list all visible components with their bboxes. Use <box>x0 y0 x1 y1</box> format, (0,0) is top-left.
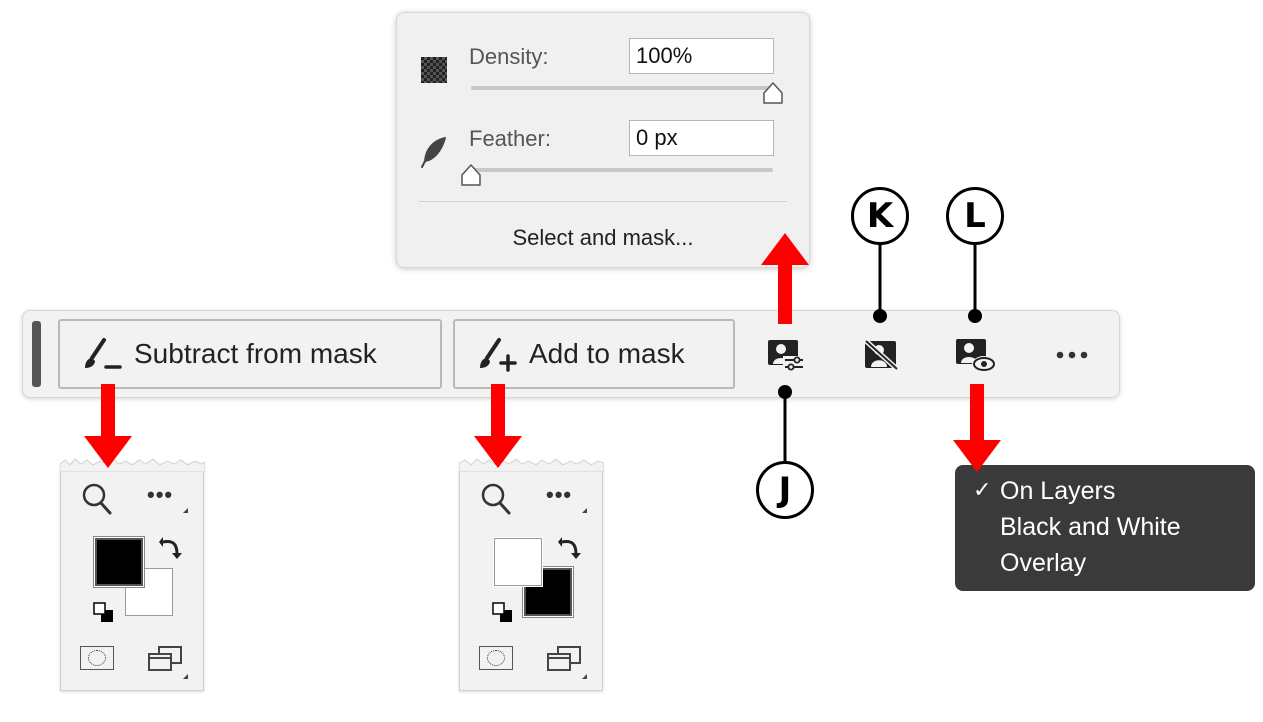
menu-item-label: Overlay <box>1000 549 1087 577</box>
mask-options-icon <box>768 340 804 371</box>
screen-mode-icon[interactable] <box>546 646 582 672</box>
overlay-options-icon <box>956 339 996 372</box>
menu-item-black-and-white[interactable]: Black and White <box>1000 512 1181 542</box>
select-and-mask-link[interactable]: Select and mask... <box>512 225 694 250</box>
feather-slider-thumb[interactable] <box>459 163 483 187</box>
overlay-mode-menu: ✓ On Layers Black and White Overlay <box>955 465 1255 591</box>
contextual-task-bar: Subtract from mask Add to mask <box>22 310 1120 398</box>
torn-edge <box>60 458 205 472</box>
subtract-from-mask-label: Subtract from mask <box>134 338 377 369</box>
add-to-mask-label: Add to mask <box>529 338 685 369</box>
callout-l: L <box>946 187 1004 245</box>
brush-subtract-icon <box>85 338 122 369</box>
invert-mask-button[interactable] <box>860 334 902 376</box>
overlay-options-button[interactable] <box>955 334 997 376</box>
density-slider-thumb[interactable] <box>761 81 785 105</box>
subtract-from-mask-button[interactable]: Subtract from mask <box>58 319 442 389</box>
foreground-color-swatch[interactable] <box>494 538 542 586</box>
default-colors-icon[interactable] <box>492 602 514 624</box>
menu-item-overlay[interactable]: Overlay <box>1000 548 1086 578</box>
callout-k: K <box>851 187 909 245</box>
screen-mode-icon[interactable] <box>147 646 183 672</box>
feather-field[interactable]: 0 px <box>629 120 774 156</box>
density-slider-track[interactable] <box>471 86 773 90</box>
foreground-color-swatch[interactable] <box>95 538 143 586</box>
drag-handle[interactable] <box>32 321 41 387</box>
brush-add-icon <box>480 338 517 372</box>
edit-toolbar-icon[interactable]: ••• <box>147 482 174 507</box>
tool-group-corner-icon <box>582 508 587 513</box>
density-icon <box>421 57 447 83</box>
torn-edge <box>459 458 604 472</box>
quick-mask-icon[interactable] <box>479 646 513 670</box>
callout-j: J <box>756 461 814 519</box>
toolbar-panel-subtract: ••• <box>60 458 205 691</box>
background-color-swatch[interactable] <box>125 568 173 616</box>
screen-mode-corner-icon <box>183 674 188 679</box>
feather-slider-track[interactable] <box>471 168 773 172</box>
swap-colors-icon[interactable] <box>159 536 183 560</box>
edit-toolbar-icon[interactable]: ••• <box>546 482 573 507</box>
feather-label: Feather: <box>469 126 551 151</box>
menu-item-label: Black and White <box>1000 513 1181 541</box>
default-colors-icon[interactable] <box>93 602 115 624</box>
mask-options-button[interactable] <box>765 334 807 376</box>
invert-mask-icon <box>864 339 899 371</box>
checkmark-icon: ✓ <box>973 478 992 503</box>
feather-icon <box>421 137 446 168</box>
more-options-button[interactable] <box>1051 334 1093 376</box>
add-to-mask-button[interactable]: Add to mask <box>453 319 735 389</box>
mask-options-popup: Density: 100% Feather: 0 px Select and m… <box>396 12 810 268</box>
screen-mode-corner-icon <box>582 674 587 679</box>
zoom-tool-icon[interactable] <box>480 482 512 516</box>
toolbar-panel-add: ••• <box>459 458 604 691</box>
tool-group-corner-icon <box>183 508 188 513</box>
menu-item-on-layers[interactable]: ✓ On Layers <box>973 476 1116 506</box>
menu-item-label: On Layers <box>1000 477 1116 505</box>
more-icon <box>1056 351 1088 359</box>
swap-colors-icon[interactable] <box>558 536 582 560</box>
zoom-tool-icon[interactable] <box>81 482 113 516</box>
quick-mask-icon[interactable] <box>80 646 114 670</box>
density-label: Density: <box>469 44 549 69</box>
density-field[interactable]: 100% <box>629 38 774 74</box>
popup-divider <box>419 201 787 202</box>
